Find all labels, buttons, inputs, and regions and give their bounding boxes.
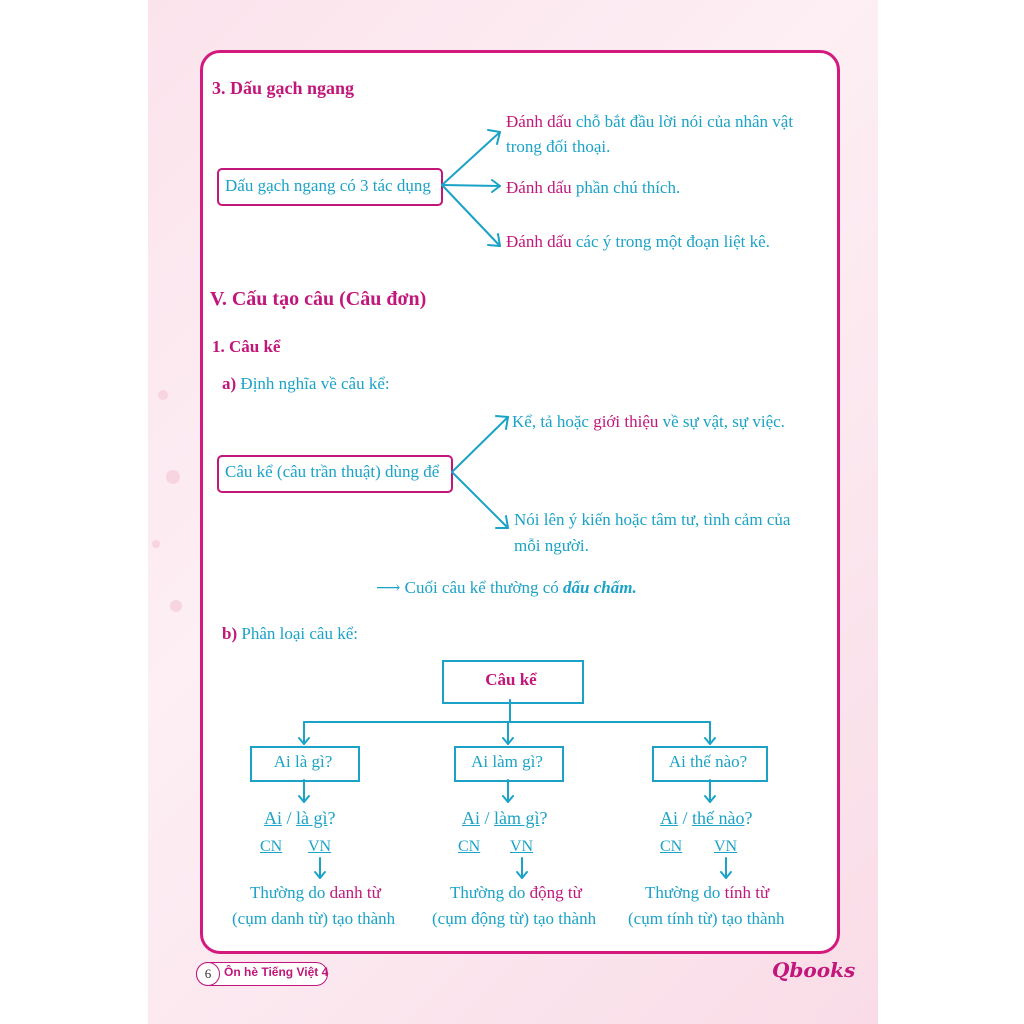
vn-arrowhead-1 xyxy=(314,871,326,879)
def-item-2-cont: mỗi người. xyxy=(514,536,589,555)
book-title: Ôn hè Tiếng Việt 4 xyxy=(224,965,329,979)
cn-label-2: CN xyxy=(458,838,481,855)
formed-by-3-cont: (cụm tính từ) tạo thành xyxy=(628,909,785,928)
dash-use-1-cont: trong đối thoại. xyxy=(506,137,611,156)
tree-arrowhead-2 xyxy=(502,737,514,745)
type-box-3-label: Ai thế nào? xyxy=(668,752,748,771)
fan-arrowhead-2 xyxy=(491,179,501,193)
tree-arrowhead-1 xyxy=(298,737,310,745)
formed-by-1-cont: (cụm danh từ) tạo thành xyxy=(232,909,396,928)
def-heading: a) Định nghĩa về câu kể: xyxy=(222,374,390,393)
section-v-title: V. Cấu tạo câu (Câu đơn) xyxy=(210,288,427,310)
structure-3: Ai / thế nào? xyxy=(660,808,753,828)
decor-dot xyxy=(158,390,168,400)
type-box-2-label: Ai làm gì? xyxy=(471,752,543,771)
subsection-1-title: 1. Câu kể xyxy=(212,337,281,356)
fan-arrow-2 xyxy=(441,184,501,187)
fan-arrow-3 xyxy=(441,184,501,247)
structure-1: Ai / là gì? xyxy=(264,808,336,828)
classify-heading: b) Phân loại câu kể: xyxy=(222,624,358,643)
decor-dot xyxy=(166,470,180,484)
formed-by-2-cont: (cụm động từ) tạo thành xyxy=(432,909,597,928)
fan-arrowhead-3 xyxy=(487,233,501,247)
vn-arrowhead-2 xyxy=(516,871,528,879)
down-arrowhead-2 xyxy=(502,795,514,803)
formed-by-2: Thường do động từ xyxy=(450,883,582,902)
def-arrow-2 xyxy=(451,471,509,529)
def-item-2: Nói lên ý kiến hoặc tâm tư, tình cảm của xyxy=(514,510,791,529)
statement-box-label: Câu kể (câu trần thuật) dùng để xyxy=(225,462,440,481)
decor-dot xyxy=(170,600,182,612)
down-arrowhead-1 xyxy=(298,795,310,803)
vn-label-3: VN xyxy=(714,838,738,855)
def-arrow-1 xyxy=(451,416,509,473)
tree-arrowhead-3 xyxy=(704,737,716,745)
period-note: ⟶ Cuối câu kể thường có dấu chấm. xyxy=(376,578,637,597)
structure-2: Ai / làm gì? xyxy=(462,808,548,828)
cn-label-3: CN xyxy=(660,838,683,855)
fan-arrowhead-1 xyxy=(487,129,501,145)
page-number: 6 xyxy=(196,962,220,986)
down-arrowhead-3 xyxy=(704,795,716,803)
type-box-1-label: Ai là gì? xyxy=(273,752,333,771)
dash-use-3: Đánh dấu các ý trong một đoạn liệt kê. xyxy=(506,232,770,251)
root-box-label: Câu kể xyxy=(485,670,537,689)
dash-use-2: Đánh dấu phần chú thích. xyxy=(506,178,681,197)
publisher-logo: Qbooks xyxy=(772,958,856,982)
def-item-1: Kể, tả hoặc giới thiệu về sự vật, sự việ… xyxy=(512,412,785,431)
fan-arrow-1 xyxy=(441,131,501,186)
decor-dot xyxy=(152,540,160,548)
cn-label-1: CN xyxy=(260,838,283,855)
dash-use-1: Đánh dấu chỗ bắt đầu lời nói của nhân vậ… xyxy=(506,112,794,131)
vn-label-2: VN xyxy=(510,838,534,855)
section-3-title: 3. Dấu gạch ngang xyxy=(212,78,355,98)
vn-arrowhead-3 xyxy=(720,871,732,879)
root-box xyxy=(442,660,584,704)
vn-label-1: VN xyxy=(308,838,332,855)
statement-box xyxy=(217,455,453,493)
formed-by-3: Thường do tính từ xyxy=(645,883,770,902)
type-box-2 xyxy=(454,746,564,782)
dash-uses-box xyxy=(217,168,443,206)
def-arrowhead-1 xyxy=(495,415,509,430)
dash-uses-box-label: Dấu gạch ngang có 3 tác dụng xyxy=(225,176,431,195)
formed-by-1: Thường do danh từ xyxy=(250,883,381,902)
def-arrowhead-2 xyxy=(495,515,509,529)
